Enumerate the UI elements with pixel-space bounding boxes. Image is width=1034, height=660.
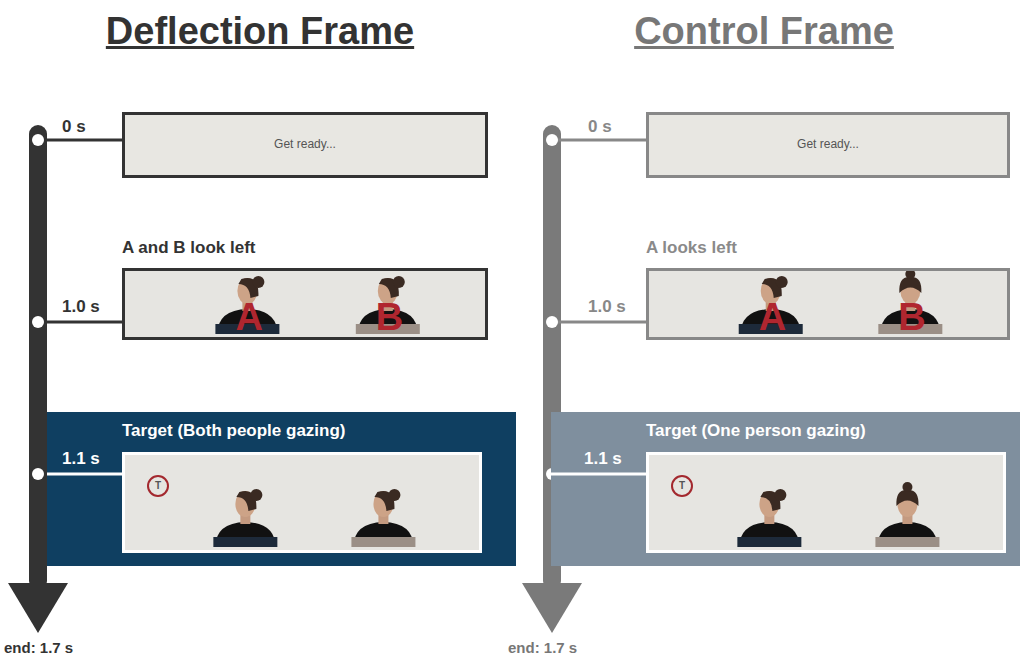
ready-screen: Get ready... — [122, 112, 488, 178]
target-circle: T — [671, 475, 693, 497]
tick-line — [38, 321, 122, 324]
timeline-bar — [29, 125, 47, 590]
target-letter: T — [673, 480, 691, 492]
timeline-dot — [32, 316, 44, 328]
frame-heading: A and B look left — [122, 238, 256, 258]
time-label: 0 s — [62, 117, 86, 137]
timeline-arrowhead — [522, 583, 582, 633]
photo-illustration — [125, 271, 485, 337]
time-label: end: 1.7 s — [4, 639, 73, 656]
band-heading: Target (One person gazing) — [646, 421, 866, 441]
band-heading: Target (Both people gazing) — [122, 421, 346, 441]
panel-title: Deflection Frame — [106, 10, 414, 53]
person-figure — [875, 482, 939, 547]
target-letter: T — [149, 480, 167, 492]
stimulus-frame: T — [122, 452, 482, 553]
target-circle: T — [147, 475, 169, 497]
panel-title: Control Frame — [634, 10, 894, 53]
frame-heading: A looks left — [646, 238, 737, 258]
timeline-dot — [32, 468, 44, 480]
stimulus-frame: A looks leftAB — [646, 268, 1010, 340]
target-band: Target (Both people gazing) T — [47, 412, 516, 566]
timeline-dot — [546, 316, 558, 328]
person-letter: A — [235, 297, 262, 337]
tick-line — [552, 321, 646, 324]
time-label: 1.1 s — [584, 449, 622, 469]
tick-line — [47, 473, 122, 476]
ready-text: Get ready... — [649, 137, 1007, 151]
photo-illustration — [125, 455, 479, 550]
time-label: 1.1 s — [62, 449, 100, 469]
timeline-dot — [32, 134, 44, 146]
time-label: 1.0 s — [62, 297, 100, 317]
timeline-arrowhead — [8, 583, 68, 633]
photo-illustration — [649, 271, 1007, 337]
tick-line — [38, 139, 122, 142]
tick-line — [551, 473, 646, 476]
stimulus-frame: A and B look leftAB — [122, 268, 488, 340]
person-letter: B — [898, 297, 925, 337]
person-figure — [213, 489, 277, 547]
target-band: Target (One person gazing) T — [551, 412, 1020, 566]
photo-illustration — [649, 455, 1003, 550]
ready-screen: Get ready... — [646, 112, 1010, 178]
time-label: 0 s — [588, 117, 612, 137]
person-letter: A — [759, 297, 786, 337]
tick-line — [552, 139, 646, 142]
time-label: end: 1.7 s — [508, 639, 577, 656]
person-letter: B — [376, 297, 403, 337]
ready-text: Get ready... — [125, 137, 485, 151]
person-figure — [737, 489, 801, 547]
stimulus-frame: T — [646, 452, 1006, 553]
time-label: 1.0 s — [588, 297, 626, 317]
timeline-dot — [546, 134, 558, 146]
person-figure — [351, 489, 415, 547]
